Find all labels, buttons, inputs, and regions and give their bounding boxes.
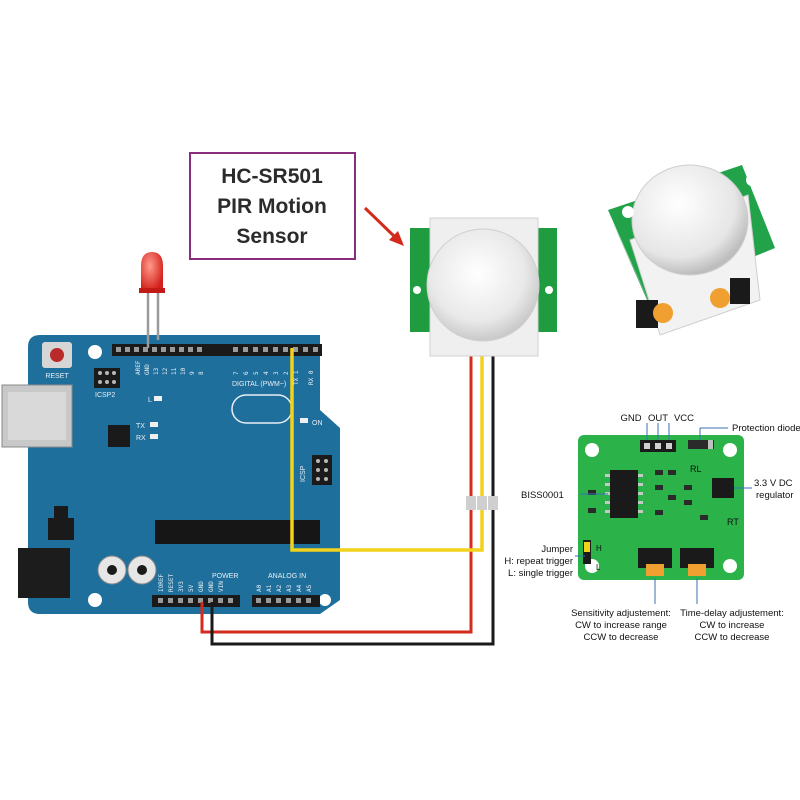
pir-sensor-photo [608, 164, 775, 336]
pin-gnd-label: GND [620, 413, 641, 424]
pin-label: 13 [153, 367, 160, 375]
pin-label: GND [208, 581, 215, 592]
pin-label: 6 [243, 371, 250, 375]
pin-label: TX 1 [293, 370, 300, 385]
jumper-label-3: L: single trigger [508, 568, 573, 579]
pin-label: 10 [180, 367, 187, 375]
pin-label: GND [198, 581, 205, 592]
pir-sensor-front [410, 217, 557, 357]
jumper-label-1: Jumper [541, 544, 573, 555]
regulator-label-2: regulator [756, 490, 794, 501]
pin-vcc-label: VCC [674, 413, 694, 424]
protection-diode-label: Protection diode [732, 423, 800, 434]
icsp-label: ICSP [300, 465, 307, 482]
bottom-pin-labels: IOREF RESET 3V3 5V GND GND VIN A0 A1 A2 … [158, 574, 313, 592]
time-delay-label-2: CW to increase [700, 620, 765, 631]
sensitivity-label-3: CCW to decrease [584, 632, 659, 643]
pin-label: GND [144, 364, 151, 375]
digital-label: DIGITAL (PWM~) [232, 381, 286, 388]
reset-label: RESET [45, 373, 69, 380]
pin-out-label: OUT [648, 413, 668, 424]
pin-label: A0 [256, 584, 263, 592]
title-line-1: HC-SR501 [221, 165, 323, 188]
title-line-3: Sensor [236, 225, 307, 248]
red-wire-vcc [200, 356, 473, 634]
time-delay-label-3: CCW to decrease [695, 632, 770, 643]
pin-label: RESET [168, 574, 175, 592]
title-line-2: PIR Motion [217, 195, 327, 218]
icsp2-label: ICSP2 [95, 392, 115, 399]
power-label: POWER [212, 573, 238, 580]
pin-label: IOREF [158, 574, 165, 592]
pin-label: A1 [266, 584, 273, 592]
regulator-label-1: 3.3 V DC [754, 478, 793, 489]
wires [200, 348, 495, 646]
biss0001-label: BISS0001 [521, 490, 564, 501]
pin-label: 5V [188, 584, 195, 592]
pir-pcb-back: H L RL RT [578, 435, 744, 580]
led-l-label: L [148, 397, 152, 404]
pin-label: VIN [218, 581, 225, 592]
on-label: ON [312, 420, 323, 427]
pin-label: 3 [273, 371, 280, 375]
pin-label: AREF [135, 360, 142, 375]
top-pin-labels: AREF GND 13 12 11 10 9 8 7 6 5 4 3 2 TX … [135, 360, 315, 385]
time-delay-label-1: Time-delay adjustement: [680, 608, 784, 619]
title-box: HC-SR501 PIR Motion Sensor [189, 152, 356, 260]
red-led [139, 252, 165, 348]
pin-label: 11 [171, 367, 178, 375]
pin-label: 3V3 [178, 581, 185, 592]
pin-label: 4 [263, 371, 270, 375]
pin-label: 5 [253, 371, 260, 375]
pointer-arrow [363, 206, 404, 246]
arduino-board: RESET ICSP2 AREF GND 13 12 11 10 9 8 7 6… [1, 335, 340, 614]
silk-l: L [596, 563, 601, 572]
sensitivity-label-1: Sensitivity adjustement: [571, 608, 671, 619]
silk-h: H [596, 544, 602, 553]
analog-in-label: ANALOG IN [268, 573, 306, 580]
pin-label: 8 [198, 371, 205, 375]
pin-label: 9 [189, 371, 196, 375]
pin-label: A5 [306, 584, 313, 592]
tx-label: TX [136, 423, 145, 430]
silk-rt: RT [727, 517, 739, 527]
pin-label: A3 [286, 584, 293, 592]
pcb-annotations: GND OUT VCC Protection diode 3.3 V DC re… [504, 413, 800, 643]
silk-rl: RL [690, 464, 702, 474]
pin-label: 12 [162, 367, 169, 375]
pin-label: A4 [296, 584, 303, 592]
yellow-wire-signal [290, 348, 484, 552]
pin-label: 2 [283, 371, 290, 375]
rx-label: RX [136, 435, 146, 442]
pin-label: 7 [233, 371, 240, 375]
pin-label: RX 0 [308, 370, 315, 385]
sensitivity-label-2: CW to increase range [575, 620, 667, 631]
jumper-label-2: H: repeat trigger [504, 556, 573, 567]
black-wire-gnd [210, 356, 495, 646]
pin-label: A2 [276, 584, 283, 592]
